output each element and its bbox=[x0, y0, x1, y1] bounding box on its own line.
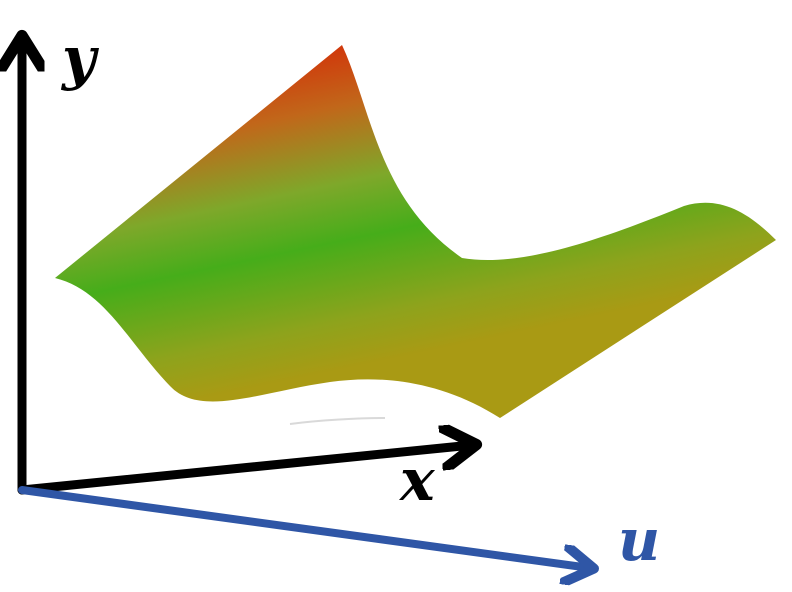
surface-shadow bbox=[289, 417, 386, 425]
u-axis-line bbox=[18, 486, 590, 568]
x-axis-line bbox=[17, 445, 472, 495]
y-axis-label: y bbox=[60, 24, 100, 92]
u-axis-label: u bbox=[618, 506, 660, 574]
x-axis-label: x bbox=[398, 446, 436, 514]
curved-surface bbox=[55, 45, 776, 418]
